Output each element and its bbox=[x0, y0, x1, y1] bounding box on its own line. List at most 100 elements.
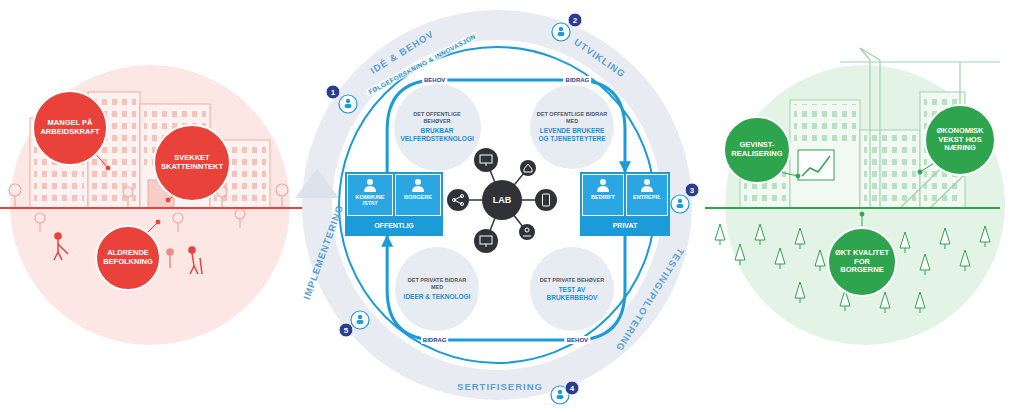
circle-text: DET OFFENTLIGE BIDRAR MED LEVENDE BRUKERE… bbox=[537, 111, 608, 142]
circle-shape bbox=[9, 184, 21, 196]
node-label: OFFENTLIG bbox=[345, 216, 443, 236]
circle-shape bbox=[189, 247, 195, 253]
line-shape bbox=[221, 196, 222, 208]
person-head bbox=[367, 179, 373, 185]
circle-shape bbox=[447, 189, 469, 211]
circle-shape bbox=[173, 213, 183, 223]
circle-text: ØKT KVALITET FOR BORGERNE bbox=[834, 249, 889, 275]
tree-trunk bbox=[740, 260, 741, 265]
tree-trunk bbox=[905, 248, 906, 253]
g-shape bbox=[339, 23, 689, 404]
callout-number: 3 bbox=[685, 183, 700, 198]
sector-box: PRIVATBEDRIFTENTREPR. bbox=[580, 172, 670, 236]
node-label: KOMMUNE /STAT bbox=[348, 194, 392, 207]
tree bbox=[815, 250, 825, 266]
circle-text: MANGEL PÅ ARBEIDSKRAFT bbox=[40, 119, 100, 136]
circle-shape bbox=[474, 229, 498, 253]
lab-circle: LAB bbox=[482, 180, 522, 220]
node-label: BEDRIFT bbox=[583, 194, 623, 200]
tree bbox=[795, 282, 805, 298]
person-head bbox=[600, 179, 606, 185]
circle-text: LAB bbox=[485, 195, 519, 205]
tree bbox=[900, 232, 910, 248]
circle-text: DET PRIVATE BIDRAR MEDIDEER & TEKNOLOGI bbox=[402, 277, 473, 300]
polyline-shape bbox=[802, 156, 830, 176]
rect-shape bbox=[860, 130, 920, 208]
line-shape bbox=[860, 48, 880, 60]
person-body bbox=[641, 186, 653, 192]
tree bbox=[795, 228, 805, 244]
g-shape bbox=[715, 224, 990, 313]
flow-arrow bbox=[387, 80, 625, 172]
circle-shape bbox=[35, 213, 45, 223]
line-shape bbox=[58, 252, 62, 260]
person-icon bbox=[411, 178, 425, 192]
line-shape bbox=[705, 207, 1000, 209]
line-shape bbox=[194, 266, 198, 274]
line-shape bbox=[840, 61, 1000, 62]
circle-shape bbox=[671, 195, 689, 213]
circle-text: DET PRIVATE BEHØVERTEST AV BRUKERBEHOV bbox=[537, 277, 608, 302]
line-shape bbox=[454, 200, 462, 204]
node-label: GEVINST-REALISERING bbox=[730, 141, 784, 158]
tree bbox=[755, 224, 765, 240]
circle-shape bbox=[525, 228, 529, 232]
line-shape bbox=[190, 266, 194, 274]
g-shape bbox=[840, 48, 1000, 208]
node-subtitle: DET OFFENTLIGE BEHØVER bbox=[400, 111, 473, 124]
g-shape bbox=[453, 155, 550, 247]
rect-shape bbox=[357, 320, 364, 324]
person-icon bbox=[640, 178, 654, 192]
rect-shape bbox=[794, 104, 856, 144]
line-shape bbox=[454, 196, 462, 200]
circle-shape bbox=[156, 220, 160, 224]
rect-shape bbox=[677, 204, 684, 208]
problem-circle: MANGEL PÅ ARBEIDSKRAFT bbox=[32, 90, 108, 166]
circle-shape bbox=[351, 311, 369, 329]
actor-tile: BORGERE bbox=[395, 174, 441, 216]
node-label: SVEKKET SKATTEINNTEKT bbox=[161, 154, 223, 171]
tree bbox=[915, 292, 925, 308]
circle-shape bbox=[796, 174, 800, 178]
actor-tile: ENTREPR. bbox=[626, 174, 668, 216]
tree bbox=[880, 292, 890, 308]
circle-shape bbox=[358, 315, 362, 319]
problem-circle: SVEKKET SKATTEINNTEKT bbox=[153, 124, 231, 202]
circle-text: GEVINST-REALISERING bbox=[730, 141, 784, 158]
node-label: BRUKBAR VELFERDSTEKNOLOGI bbox=[400, 127, 473, 143]
rect-shape bbox=[543, 194, 550, 206]
circle-shape bbox=[55, 233, 61, 239]
circle-text: SVEKKET SKATTEINNTEKT bbox=[161, 154, 223, 171]
circle-shape bbox=[106, 166, 110, 170]
tree-trunk bbox=[885, 308, 886, 313]
node-subtitle: DET OFFENTLIGE BIDRAR MED bbox=[537, 111, 608, 124]
circle-shape bbox=[235, 209, 245, 219]
line-shape bbox=[523, 236, 531, 237]
benefit-circle: ØKT KVALITET FOR BORGERNE bbox=[827, 227, 897, 297]
person-icon bbox=[596, 178, 610, 192]
phase-label: SERTIFISERING bbox=[457, 381, 543, 392]
node-label: LEVENDE BRUKERE OG TJENESTEYTERE bbox=[537, 127, 608, 143]
person-head bbox=[644, 179, 650, 185]
node-label: TEST AV BRUKERBEHOV bbox=[537, 286, 608, 302]
circle-shape bbox=[339, 95, 357, 113]
role-circle: DET PRIVATE BEHØVERTEST AV BRUKERBEHOV bbox=[530, 247, 614, 331]
circle-shape bbox=[167, 249, 173, 255]
callout-number: 1 bbox=[326, 85, 341, 100]
line-shape bbox=[486, 163, 487, 166]
rect-shape bbox=[345, 104, 352, 108]
rect-shape bbox=[480, 155, 492, 163]
circle-shape bbox=[123, 187, 133, 197]
sector-box: OFFENTLIG KOMMUNE /STATBORGERE bbox=[345, 172, 443, 236]
actor-tile: BEDRIFT bbox=[582, 174, 624, 216]
line-shape bbox=[860, 48, 870, 60]
line-shape bbox=[192, 253, 194, 266]
role-circle: DET OFFENTLIGE BIDRAR MED LEVENDE BRUKERE… bbox=[530, 85, 614, 169]
callout-number: 2 bbox=[568, 13, 583, 28]
tree-trunk bbox=[925, 270, 926, 275]
person-body bbox=[597, 186, 609, 192]
tree-trunk bbox=[965, 266, 966, 271]
tree-trunk bbox=[820, 266, 821, 271]
polygon-shape bbox=[295, 168, 339, 198]
circle-text: DET OFFENTLIGE BEHØVER BRUKBAR VELFERDSTE… bbox=[400, 111, 473, 142]
